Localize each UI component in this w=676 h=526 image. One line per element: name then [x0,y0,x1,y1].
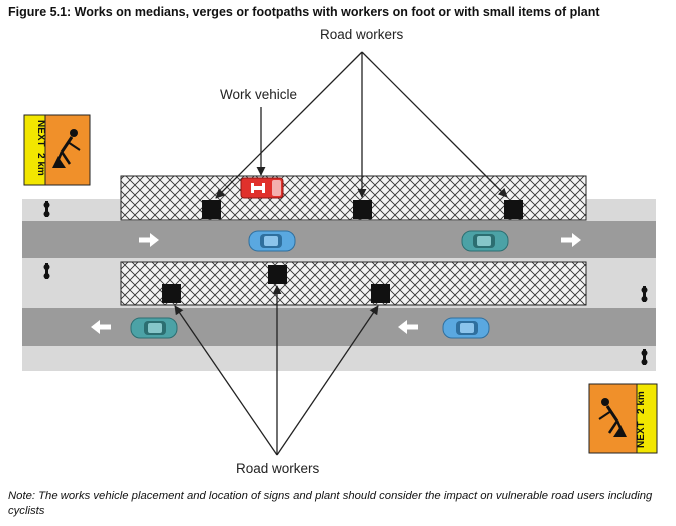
worker-top-1 [202,200,221,219]
sign-next-text-1: NEXT [35,120,46,147]
label-road-workers-top: Road workers [320,27,404,42]
sign-distance-text-1: 2 km [35,153,46,176]
car-teal-top [461,230,509,252]
roadwork-sign-top-left: NEXT 2 km [23,114,91,186]
label-work-vehicle: Work vehicle [220,87,298,102]
worker-figure-icon [52,129,81,168]
sign-distance-text-2: 2 km [636,391,647,414]
work-vehicle [240,177,284,199]
post-left-2 [43,263,50,279]
car-teal-bottom [130,317,178,339]
figure-title: Figure 5.1: Works on medians, verges or … [8,5,600,19]
car-blue-bottom [442,317,490,339]
worker-top-2 [353,200,372,219]
worker-median-2 [268,265,287,284]
worker-top-3 [504,200,523,219]
roadwork-sign-bottom-right: NEXT 2 km [588,383,658,454]
direction-arrow-right-2 [561,233,581,247]
leader-lines-bottom [174,285,379,456]
top-road [22,221,656,258]
post-left-1 [43,201,50,217]
worker-median-1 [162,284,181,303]
post-right-1 [641,286,648,302]
car-blue-top [248,230,296,252]
direction-arrow-right-1 [139,233,159,247]
bottom-road [22,308,656,346]
label-road-workers-bottom: Road workers [236,461,320,476]
bottom-verge [22,346,656,371]
figure-note: Note: The works vehicle placement and lo… [8,490,653,517]
worker-figure-icon-2 [598,398,627,437]
work-zone-median [120,261,587,306]
direction-arrow-left-2 [398,320,418,334]
sign-next-text-2: NEXT [636,421,647,448]
direction-arrow-left-1 [91,320,111,334]
worker-median-3 [371,284,390,303]
post-right-2 [641,349,648,365]
leader-lines-top [215,51,508,199]
